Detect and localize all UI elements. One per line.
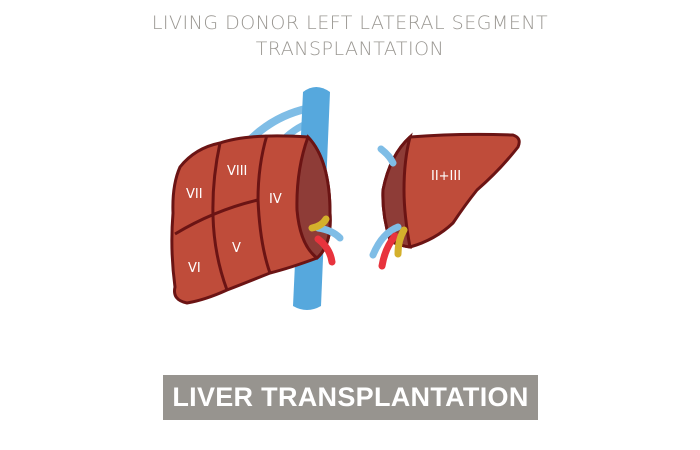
segment-label-ii-iii: II+III xyxy=(431,169,461,184)
liver-transplantation-banner: LIVER TRANSPLANTATION xyxy=(163,375,538,420)
segment-borders xyxy=(174,134,272,291)
segment-label-vii: VII xyxy=(186,187,203,202)
bile-duct-stub xyxy=(308,215,330,232)
graft-bile-duct xyxy=(394,226,408,258)
hepatic-vein-stub xyxy=(377,145,397,167)
recipient-liver xyxy=(170,134,332,305)
segment-label-vi: VI xyxy=(188,261,201,276)
title-line-1: LIVING DONOR LEFT LATERAL SEGMENT xyxy=(151,12,549,34)
graft-portal-vein xyxy=(369,223,402,259)
title-line-2: TRANSPLANTATION xyxy=(255,38,445,60)
segment-label-viii: VIII xyxy=(227,164,247,179)
segment-label-v: V xyxy=(232,241,241,256)
graft-artery xyxy=(378,232,399,270)
segment-label-iv: IV xyxy=(269,192,282,207)
hepatic-artery-stub xyxy=(314,235,336,266)
